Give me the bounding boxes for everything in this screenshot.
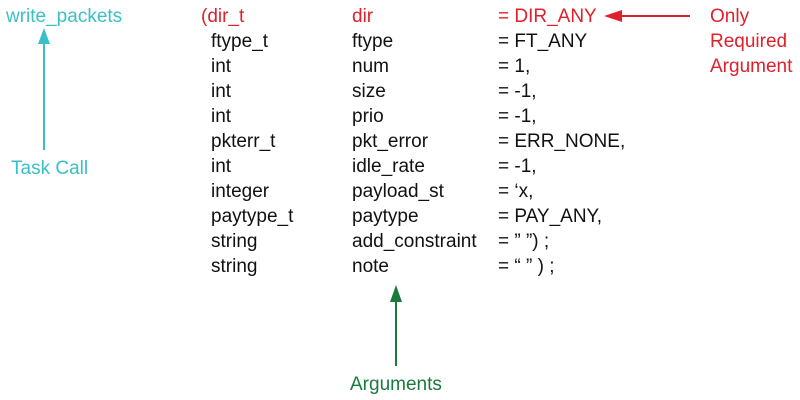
required-note-line: Argument xyxy=(710,56,793,77)
required-note-line: Only xyxy=(710,6,750,27)
arg-type: int xyxy=(211,156,232,177)
arg-name: paytype xyxy=(352,206,419,227)
task-call-arrow xyxy=(38,28,50,150)
arg-type: int xyxy=(211,56,232,77)
arg-type: pkterr_t xyxy=(211,131,276,152)
arg-default: = FT_ANY xyxy=(498,31,588,52)
arg-type: paytype_t xyxy=(211,206,294,227)
arg-type: string xyxy=(211,256,258,277)
arg-name: size xyxy=(352,81,386,102)
arguments-caption: Arguments xyxy=(350,374,442,395)
arg-default: = “ ” ) ; xyxy=(498,256,555,277)
arg-default: = -1, xyxy=(498,156,537,177)
arg-default: = PAY_ANY, xyxy=(498,206,603,227)
arg-default: = -1, xyxy=(498,106,537,127)
arg-default: = ‘x, xyxy=(498,181,534,202)
arg-default: = DIR_ANY xyxy=(498,6,597,27)
arg-default: = ERR_NONE, xyxy=(498,131,626,152)
arg-type: int xyxy=(211,106,232,127)
task-call-name: write_packets xyxy=(6,6,123,27)
arg-default: = -1, xyxy=(498,81,537,102)
arg-name: idle_rate xyxy=(352,156,425,177)
required-arrow xyxy=(604,10,690,22)
arg-name: pkt_error xyxy=(352,131,429,152)
arg-type: (dir_t xyxy=(201,6,245,27)
arg-name: prio xyxy=(352,106,384,127)
arg-name: note xyxy=(352,256,389,277)
arg-default: = ” ”) ; xyxy=(498,231,550,252)
arg-name: num xyxy=(352,56,389,77)
arg-name: dir xyxy=(352,6,374,27)
arg-type: int xyxy=(211,81,232,102)
arg-name: payload_st xyxy=(352,181,444,202)
arg-default: = 1, xyxy=(498,56,531,77)
arg-type: string xyxy=(211,231,258,252)
task-call-caption: Task Call xyxy=(11,158,89,179)
arg-type: integer xyxy=(211,181,270,202)
required-note-line: Required xyxy=(710,31,788,52)
arguments-arrow xyxy=(390,285,402,366)
arg-name: ftype xyxy=(352,31,394,52)
arg-type: ftype_t xyxy=(211,31,269,52)
arg-name: add_constraint xyxy=(352,231,477,252)
